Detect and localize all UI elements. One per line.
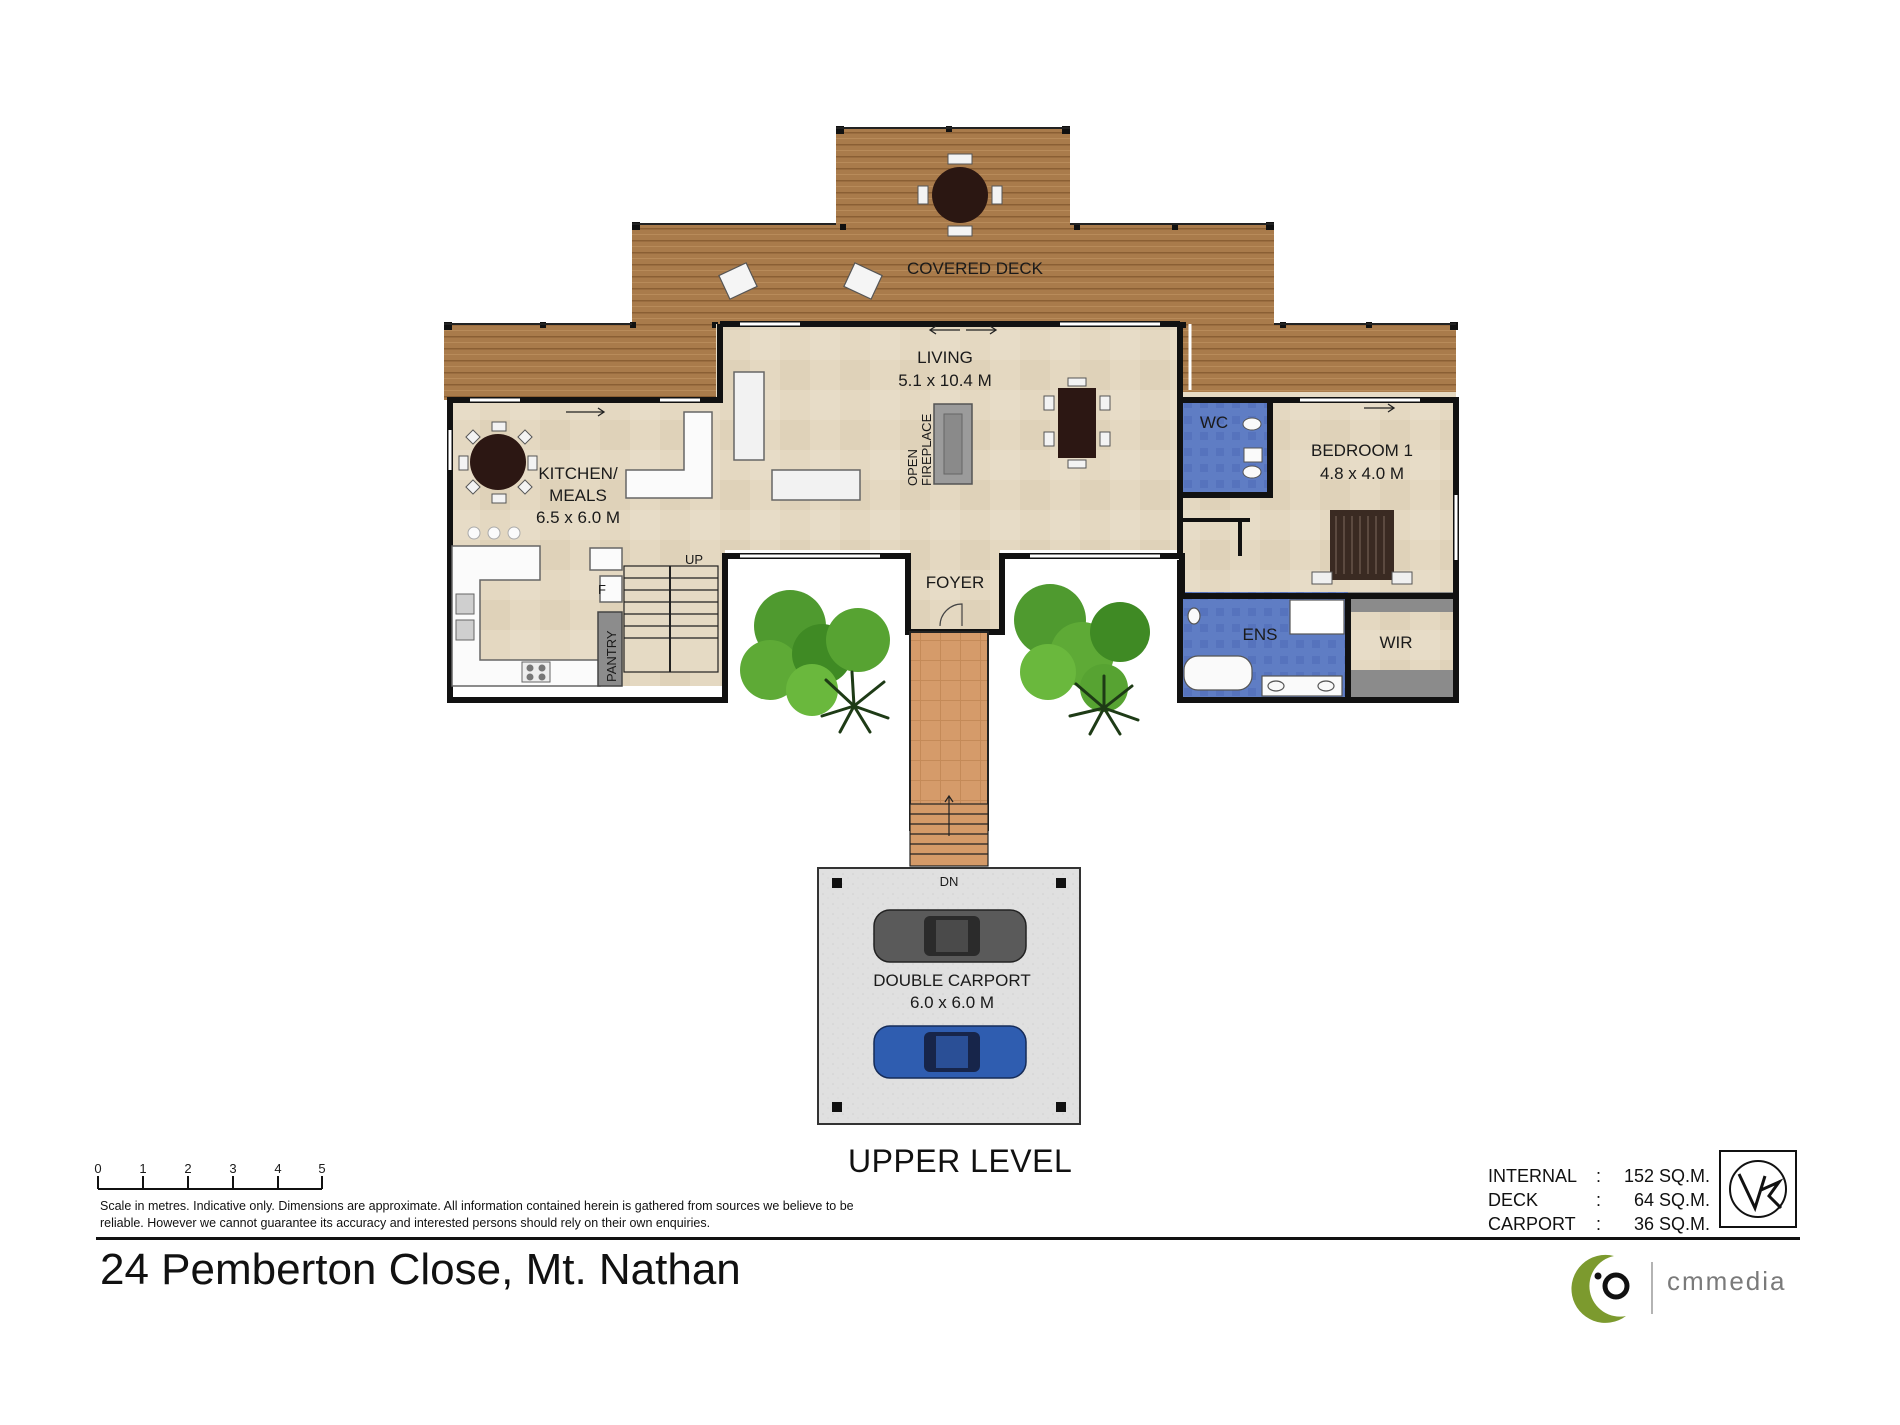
ens-label: ENS (1243, 625, 1278, 644)
staircase (623, 565, 719, 673)
brand-name: cmmedia (1667, 1266, 1787, 1296)
vr-logo-icon (1719, 1150, 1797, 1228)
covered-deck-label: COVERED DECK (907, 259, 1044, 278)
covered-deck (444, 126, 1458, 400)
area-sep: : (1596, 1189, 1602, 1210)
palm-plant-icon (820, 670, 1140, 736)
door-swing-icon (939, 603, 963, 627)
fireplace-label-2: FIREPLACE (919, 413, 934, 486)
sofa-icon (733, 371, 861, 501)
scale-tick-label: 0 (94, 1161, 101, 1176)
scale-tick-label: 5 (318, 1161, 325, 1176)
sink-icon (455, 593, 475, 641)
area-sep: : (1596, 1165, 1602, 1186)
living-label: LIVING (917, 348, 973, 367)
area-value: 64 SQ.M. (1633, 1189, 1710, 1210)
sliding-door-arrow-icon (566, 325, 1396, 417)
kitchen-bench-icon (451, 411, 713, 687)
car-icon (873, 1025, 1027, 1079)
area-row: INTERNAL : 152 SQ.M. (1488, 1164, 1710, 1188)
carport-size: 6.0 x 6.0 M (910, 993, 994, 1012)
garden-shrub-icon (740, 584, 1150, 716)
scale-bar (97, 1176, 323, 1190)
scale-tick-label: 1 (139, 1161, 146, 1176)
scale-tick-label: 4 (274, 1161, 281, 1176)
address-title: 24 Pemberton Close, Mt. Nathan (100, 1245, 741, 1294)
wc-label: WC (1200, 413, 1228, 432)
fireplace-label-1: OPEN (905, 449, 920, 486)
area-summary: INTERNAL : 152 SQ.M. DECK : 64 SQ.M. CAR… (1488, 1164, 1710, 1236)
fridge-label: F (598, 582, 606, 597)
wir-label: WIR (1379, 633, 1412, 652)
deck-chair-icon (718, 262, 883, 300)
area-value: 152 SQ.M. (1623, 1165, 1710, 1186)
scale-tick-label: 2 (184, 1161, 191, 1176)
stairs-down-label: DN (940, 874, 959, 889)
living-size: 5.1 x 10.4 M (898, 371, 992, 390)
area-label: CARPORT (1488, 1213, 1576, 1234)
entry-stairs (909, 794, 989, 867)
bar-stool-icon (467, 526, 521, 540)
bedroom1-label: BEDROOM 1 (1311, 441, 1413, 460)
area-label: INTERNAL (1488, 1165, 1578, 1186)
area-row: DECK : 64 SQ.M. (1488, 1188, 1710, 1212)
cooktop-icon (521, 661, 551, 683)
area-row: CARPORT : 36 SQ.M. (1488, 1212, 1710, 1236)
area-value: 36 SQ.M. (1633, 1213, 1710, 1234)
carport-label: DOUBLE CARPORT (873, 971, 1030, 990)
dining-table-icon (1043, 377, 1111, 469)
pantry-label: PANTRY (604, 630, 619, 682)
toilet-icon (1242, 417, 1263, 479)
kitchen-label-2: MEALS (549, 486, 607, 505)
kitchen-size: 6.5 x 6.0 M (536, 508, 620, 527)
bed-icon (1311, 510, 1413, 585)
fireplace-icon (933, 403, 973, 485)
car-icon (873, 909, 1027, 963)
kitchen-label-1: KITCHEN/ (538, 464, 618, 483)
area-label: DECK (1488, 1189, 1539, 1210)
foyer-label: FOYER (926, 573, 985, 592)
cmmedia-logo-icon (1568, 1252, 1808, 1324)
level-title: UPPER LEVEL (848, 1143, 1073, 1179)
pantry (597, 611, 623, 687)
kitchen-table-icon (458, 421, 538, 504)
disclaimer-text: Scale in metres. Indicative only. Dimens… (100, 1199, 854, 1230)
footer-rule (96, 1237, 1800, 1240)
scale-tick-label: 3 (229, 1161, 236, 1176)
stairs-up-label: UP (685, 552, 703, 567)
deck-dining-table-icon (917, 153, 1003, 237)
bathtub-icon (1183, 599, 1345, 697)
area-sep: : (1596, 1213, 1602, 1234)
bedroom1-size: 4.8 x 4.0 M (1320, 464, 1404, 483)
